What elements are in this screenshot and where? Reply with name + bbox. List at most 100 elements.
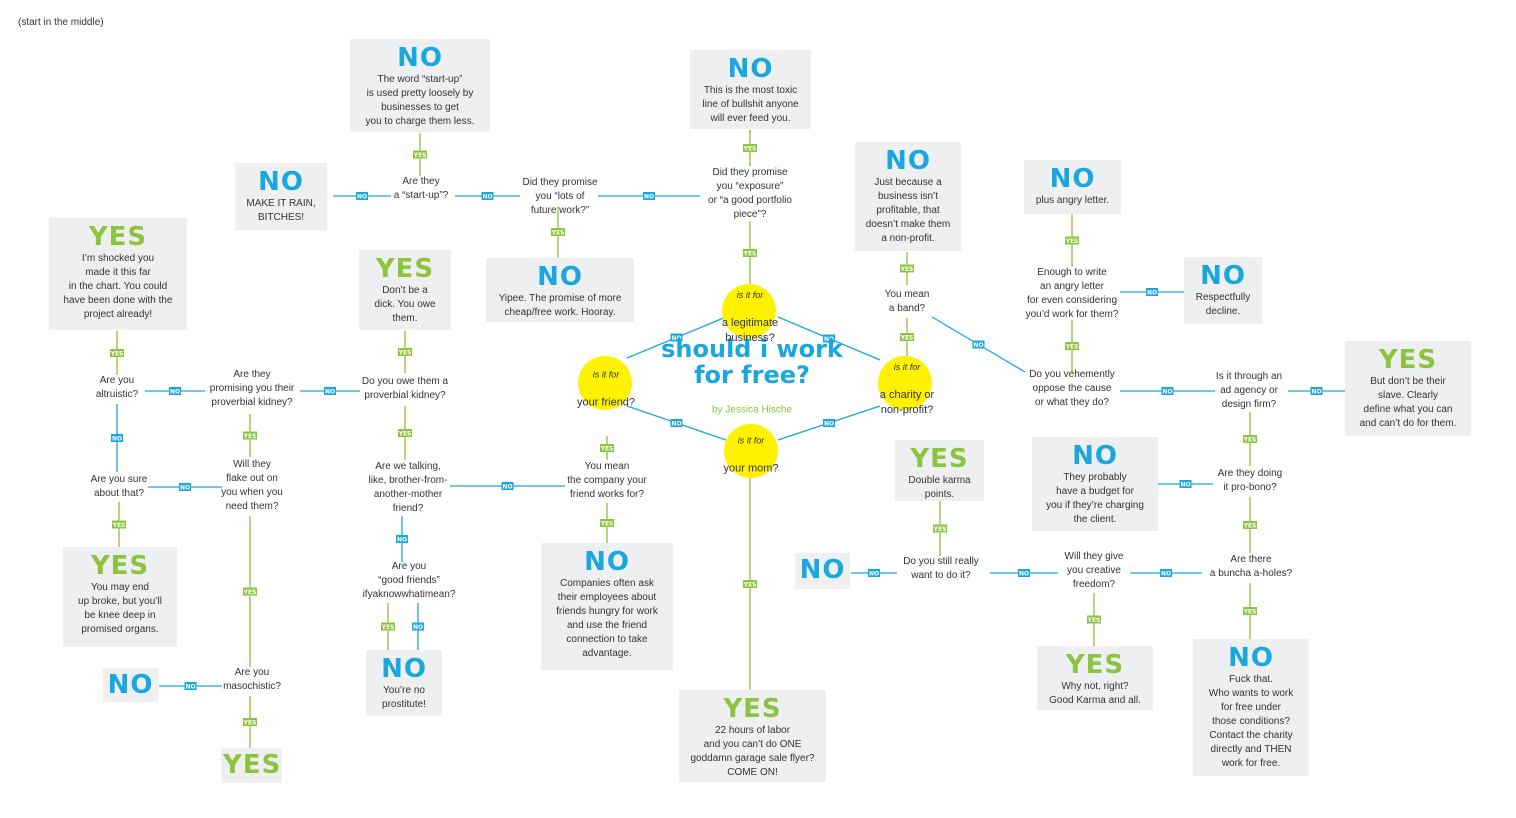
slave-yes-text: But don’t be their slave. Clearly define… [1359, 376, 1457, 429]
yes-tag [243, 431, 257, 440]
yes-tag-label: YES [600, 446, 614, 453]
fuck-no-text: Fuck that. Who wants to work for free un… [1208, 674, 1294, 769]
no-tag-label: NO [482, 194, 492, 201]
toxic-no-box: NO This is the most toxic line of bullsh… [690, 50, 811, 129]
question-oppose: Do you vehemently oppose the cause or wh… [1029, 369, 1115, 408]
no-tag-label: NO [325, 389, 335, 396]
angry-no-head: NO [1049, 164, 1096, 194]
whynot-yes-head: YES [1065, 650, 1125, 680]
maso-yes-head: YES [223, 750, 282, 780]
yes-tag-label: YES [1243, 437, 1257, 444]
yes-tag [933, 524, 947, 533]
want-no-box: NO [795, 553, 850, 589]
no-tag-label: NO [502, 484, 512, 491]
prostitute-no-box: NO You’re no prostitute! [366, 650, 442, 716]
shocked-yes-head: YES [88, 222, 148, 252]
no-tag-label: NO [644, 194, 654, 201]
circle-mom [724, 424, 778, 478]
yipee-no-text: Yipee. The promise of more cheap/free wo… [498, 293, 622, 318]
no-tag-label: NO [1019, 571, 1029, 578]
yes-tag-label: YES [900, 335, 914, 342]
no-tag-label: NO [1311, 389, 1321, 396]
question-band: You mean a band? [884, 289, 930, 314]
prostitute-no-head: NO [381, 654, 427, 684]
circle-charity-big: a charity or non-profit? [879, 389, 935, 416]
yes-tag [900, 264, 914, 273]
yes-tag-label: YES [743, 146, 757, 153]
nonprofit-no-text: Just because a business isn’t profitable… [865, 177, 951, 244]
yes-tag-label: YES [600, 521, 614, 528]
question-future-work: Did they promise you “lots of future wor… [522, 177, 598, 216]
yes-tag [1243, 521, 1257, 529]
decline-no-head: NO [1200, 261, 1246, 291]
yes-tag-label: YES [398, 350, 412, 357]
yes-tag [1065, 342, 1079, 350]
circle-friend-big: your friend? [576, 396, 636, 409]
yes-tag-label: YES [1087, 617, 1101, 624]
whynot-yes-text: Why not, right? Good Karma and all. [1049, 681, 1141, 706]
no-tag [1161, 387, 1174, 395]
rain-no-text: MAKE IT RAIN, BITCHES! [246, 198, 316, 223]
yes-tag [398, 429, 412, 437]
angry-no-box: NO plus angry letter. [1024, 160, 1121, 214]
yes-tag-label: YES [743, 582, 757, 589]
yes-tag [600, 444, 614, 452]
question-company: You mean the company your friend works f… [567, 461, 647, 500]
circle-business-small: is it for [736, 290, 764, 300]
yes-tag [743, 144, 757, 152]
yes-tag-label: YES [933, 526, 947, 533]
budget-no-head: NO [1072, 441, 1118, 471]
yes-tag-label: YES [243, 589, 257, 596]
no-tag-label: NO [1162, 389, 1172, 396]
yes-tag [413, 150, 427, 159]
no-tag-label: NO [1147, 290, 1157, 297]
rain-no-head: NO [258, 167, 304, 197]
yes-tag-label: YES [1065, 344, 1079, 351]
broke-yes-box: YES You may end up broke, but you’ll be … [63, 547, 177, 647]
companies-no-text: Companies often ask their employees abou… [556, 578, 658, 659]
no-tag [972, 340, 985, 349]
no-tag-label: NO [973, 342, 983, 349]
yes-tag [1243, 435, 1257, 443]
yes-tag [1065, 236, 1079, 245]
no-tag-label: NO [824, 336, 834, 343]
yes-tag [600, 519, 614, 527]
companies-no-box: NO Companies often ask their employees a… [541, 543, 673, 670]
yes-tag-label: YES [381, 624, 395, 631]
question-flake: Will they flake out on you when you need… [221, 459, 283, 512]
broke-yes-head: YES [90, 551, 150, 581]
question-kidney-promise: Are they promising you their proverbial … [209, 369, 295, 408]
no-tag [1179, 480, 1192, 488]
yes-tag [551, 228, 565, 236]
karma-yes-head: YES [910, 444, 969, 474]
yes-tag [398, 348, 412, 356]
yes-tag [381, 622, 395, 631]
decline-no-box: NO Respectfully decline. [1184, 257, 1262, 324]
yes-tag [243, 587, 257, 596]
no-tag [868, 569, 880, 577]
no-tag [1160, 569, 1172, 577]
question-aholes: Are there a buncha a-holes? [1209, 554, 1293, 579]
startup-no-box: NO The word “start-up” is used pretty lo… [350, 39, 490, 132]
no-tag [1310, 387, 1323, 395]
question-still-want: Do you still really want to do it? [903, 556, 979, 581]
garage-yes-head: YES [723, 694, 782, 724]
no-tag [179, 483, 191, 491]
question-sure: Are you sure about that? [90, 474, 148, 499]
no-tag-label: NO [185, 684, 195, 691]
slave-yes-box: YES But don’t be their slave. Clearly de… [1345, 341, 1471, 436]
dick-yes-box: YES Don’t be a dick. You owe them. [359, 250, 451, 330]
no-tag [823, 419, 835, 427]
no-tag [643, 192, 655, 200]
yipee-no-head: NO [537, 262, 583, 292]
yes-tag [1243, 607, 1257, 615]
byline: by Jessica Hische [711, 404, 793, 416]
toxic-no-head: NO [727, 54, 774, 84]
no-tag [111, 434, 123, 442]
yes-tag-label: YES [551, 230, 565, 237]
no-tag [412, 622, 424, 631]
decline-no-text: Respectfully decline. [1195, 292, 1251, 317]
no-tag [670, 333, 683, 342]
slave-yes-head: YES [1378, 345, 1438, 375]
yes-tag [243, 718, 257, 726]
